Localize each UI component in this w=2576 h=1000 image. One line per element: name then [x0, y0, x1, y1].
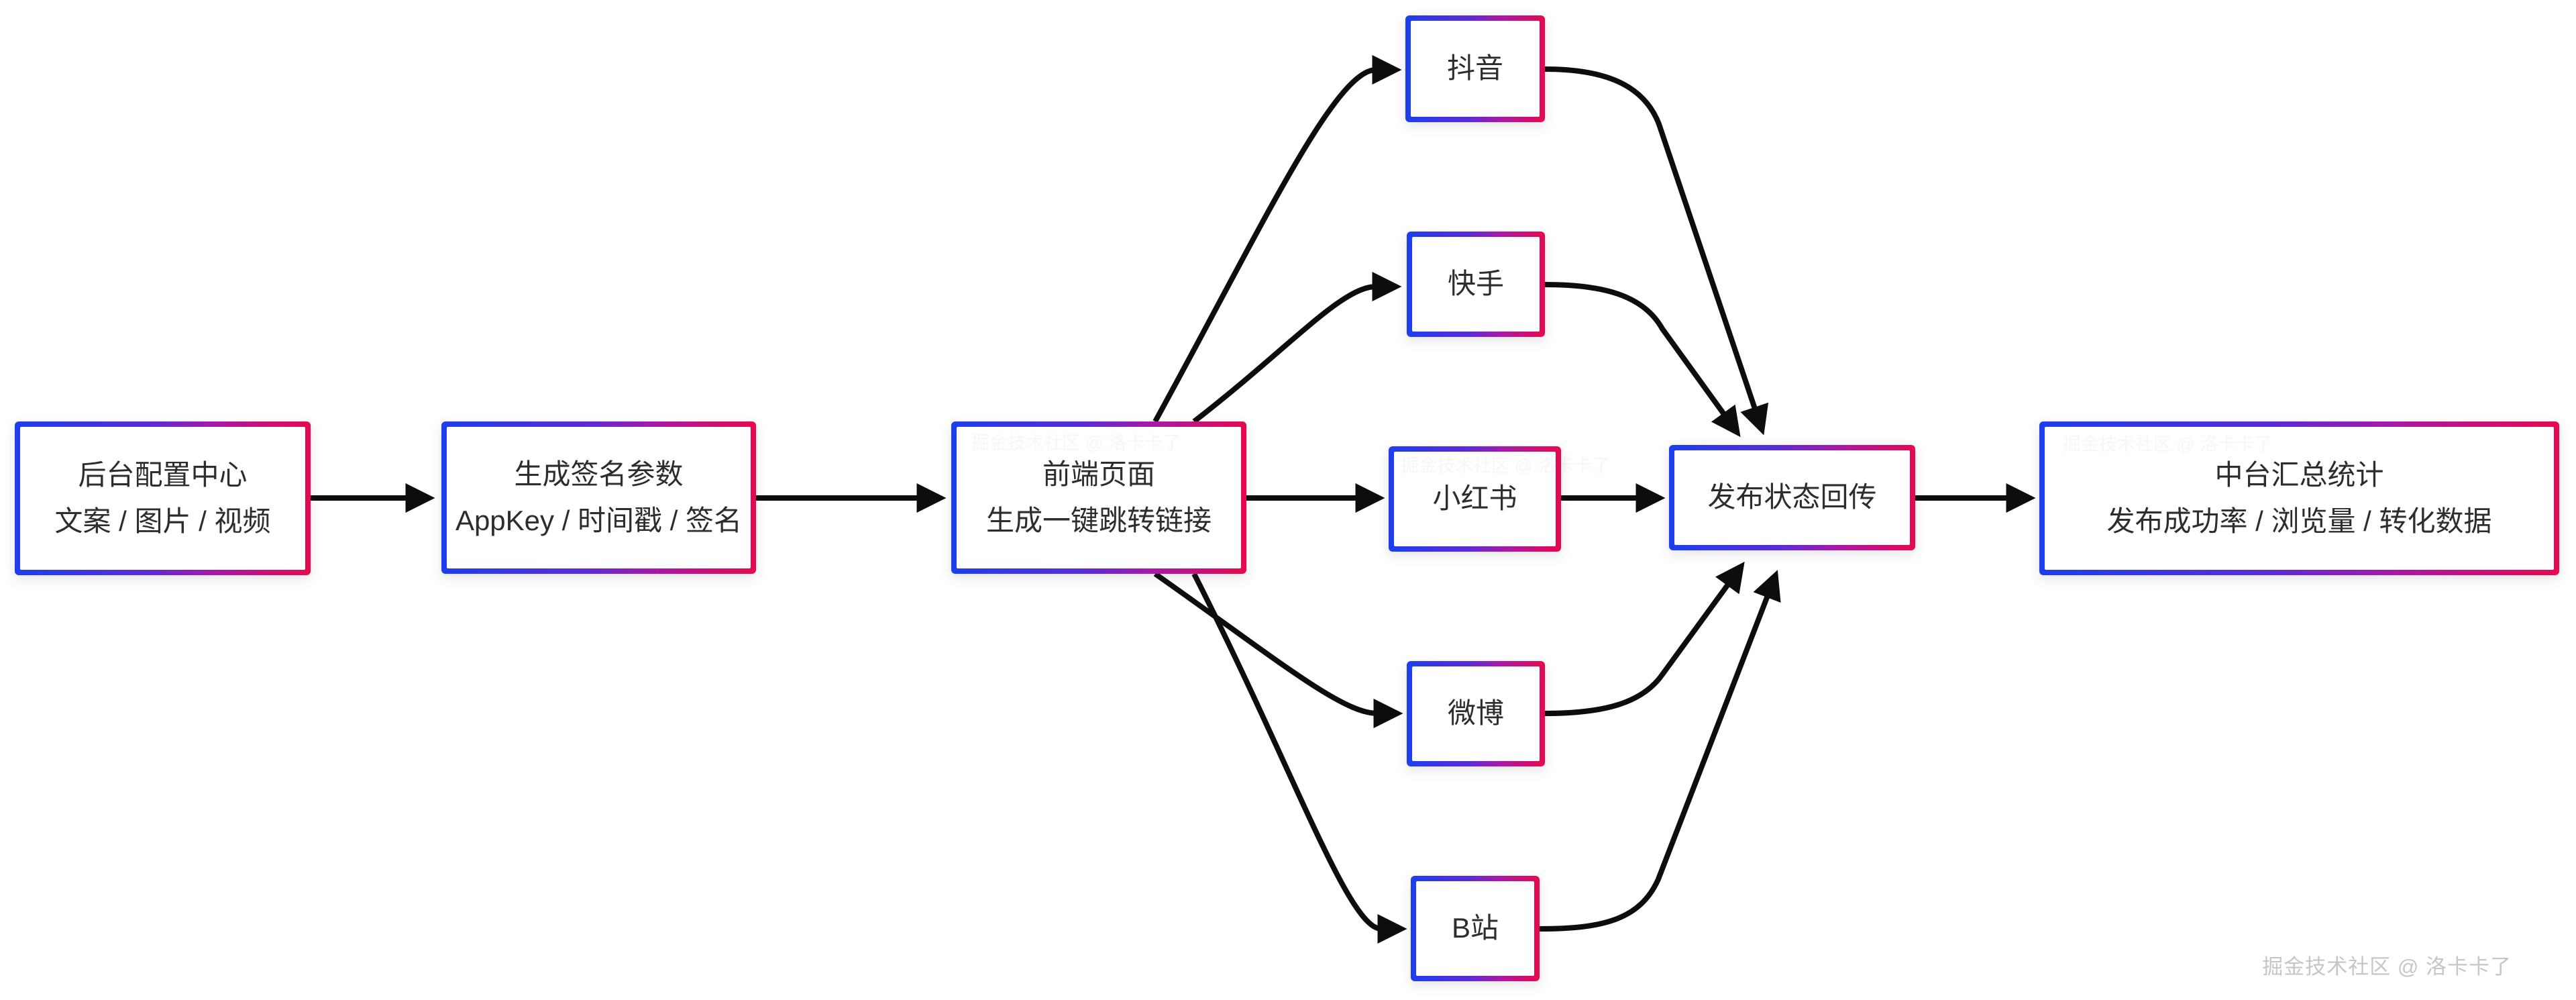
node-kuaishou: 快手 [1407, 232, 1545, 337]
node-sign-params: 生成签名参数 AppKey / 时间戳 / 签名 [441, 421, 756, 574]
node-bilibili: B站 [1411, 876, 1540, 981]
node-xiaohongshu-label: 小红书 [1432, 483, 1517, 515]
node-douyin-label: 抖音 [1446, 52, 1503, 85]
node-frontend-page: 前端页面 生成一键跳转链接 [951, 421, 1246, 574]
node-sign-params-line1: 生成签名参数 [514, 458, 684, 491]
node-backend-config-line2: 文案 / 图片 / 视频 [54, 505, 271, 537]
edge-frontend-to-douyin [1152, 55, 1402, 423]
edge-kuaishou-to-status [1544, 282, 1741, 438]
edge-bilibili-to-status [1539, 570, 1781, 932]
node-mid-platform-stats-line1: 中台汇总统计 [2214, 459, 2384, 491]
node-mid-platform-stats: 中台汇总统计 发布成功率 / 浏览量 / 转化数据 [2039, 421, 2559, 575]
edge-douyin-to-status [1544, 66, 1769, 436]
node-publish-status-label: 发布状态回传 [1707, 481, 1877, 513]
node-douyin: 抖音 [1405, 15, 1545, 122]
node-bilibili-label: B站 [1451, 912, 1499, 944]
node-frontend-page-line2: 生成一键跳转链接 [985, 504, 1212, 536]
edge-frontend-to-weibo [1153, 571, 1403, 728]
node-weibo: 微博 [1407, 661, 1545, 766]
node-backend-config-line1: 后台配置中心 [78, 459, 248, 491]
node-frontend-page-line1: 前端页面 [1042, 458, 1155, 491]
edge-frontend-to-bilibili [1191, 572, 1407, 944]
node-backend-config: 后台配置中心 文案 / 图片 / 视频 [15, 421, 311, 575]
edge-frontend-to-kuaishou [1192, 272, 1402, 424]
node-kuaishou-label: 快手 [1447, 268, 1504, 300]
node-weibo-label: 微博 [1447, 697, 1504, 730]
node-mid-platform-stats-line2: 发布成功率 / 浏览量 / 转化数据 [2106, 505, 2492, 537]
watermark-credit: 掘金技术社区 @ 洛卡卡了 [2262, 955, 2512, 979]
node-sign-params-line2: AppKey / 时间戳 / 签名 [455, 504, 743, 536]
node-xiaohongshu: 小红书 [1389, 446, 1561, 552]
node-publish-status: 发布状态回传 [1669, 445, 1915, 550]
edge-weibo-to-status [1544, 561, 1745, 716]
